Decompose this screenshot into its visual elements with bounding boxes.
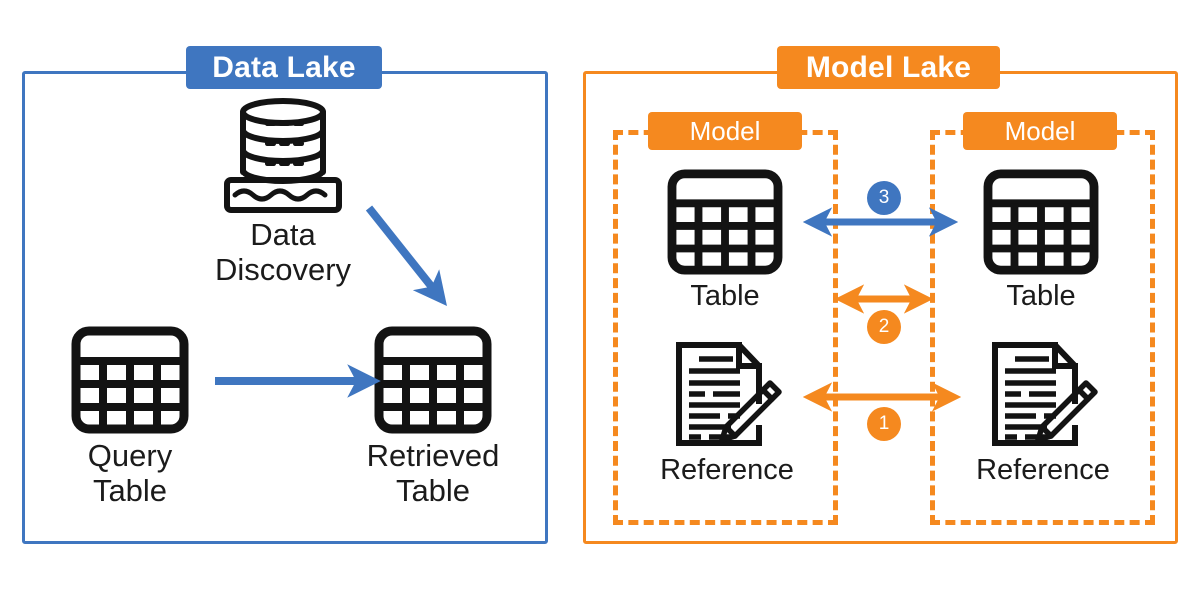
node-model-right-table: Table — [975, 168, 1107, 312]
step-badge-3: 3 — [867, 181, 901, 215]
node-model-right-reference: Reference — [968, 340, 1118, 486]
query-arrow — [215, 364, 381, 398]
document-pencil-icon — [671, 340, 783, 450]
table-icon — [666, 168, 784, 276]
node-model-left-table-label: Table — [690, 280, 760, 312]
step-badge-1: 1 — [867, 407, 901, 441]
node-retrieved-table-label: Retrieved Table — [366, 438, 500, 508]
document-pencil-icon — [987, 340, 1099, 450]
model-lake-title-badge: Model Lake — [777, 46, 1000, 89]
discovery-arrow — [365, 205, 447, 307]
model-title-badge-right: Model — [963, 112, 1117, 150]
step-badge-2: 2 — [867, 310, 901, 344]
data-lake-database-icon — [221, 96, 345, 214]
node-model-right-reference-label: Reference — [976, 454, 1110, 486]
data-lake-title-badge: Data Lake — [186, 46, 382, 89]
node-query-table-label: Query Table — [87, 438, 173, 508]
table-icon — [982, 168, 1100, 276]
node-model-left-table: Table — [659, 168, 791, 312]
node-model-left-reference-label: Reference — [660, 454, 794, 486]
table-icon — [70, 325, 190, 435]
model-title-badge-left: Model — [648, 112, 802, 150]
node-model-right-table-label: Table — [1006, 280, 1076, 312]
node-retrieved-table: Retrieved Table — [352, 325, 514, 508]
relation-arrow-3 — [802, 207, 959, 237]
node-model-left-reference: Reference — [652, 340, 802, 486]
table-icon — [373, 325, 493, 435]
relation-arrow-2 — [834, 284, 934, 314]
relation-arrow-1 — [802, 382, 962, 412]
node-data-discovery-label: Data Discovery — [214, 217, 352, 287]
node-query-table: Query Table — [50, 325, 210, 508]
node-data-discovery: Data Discovery — [203, 96, 363, 287]
